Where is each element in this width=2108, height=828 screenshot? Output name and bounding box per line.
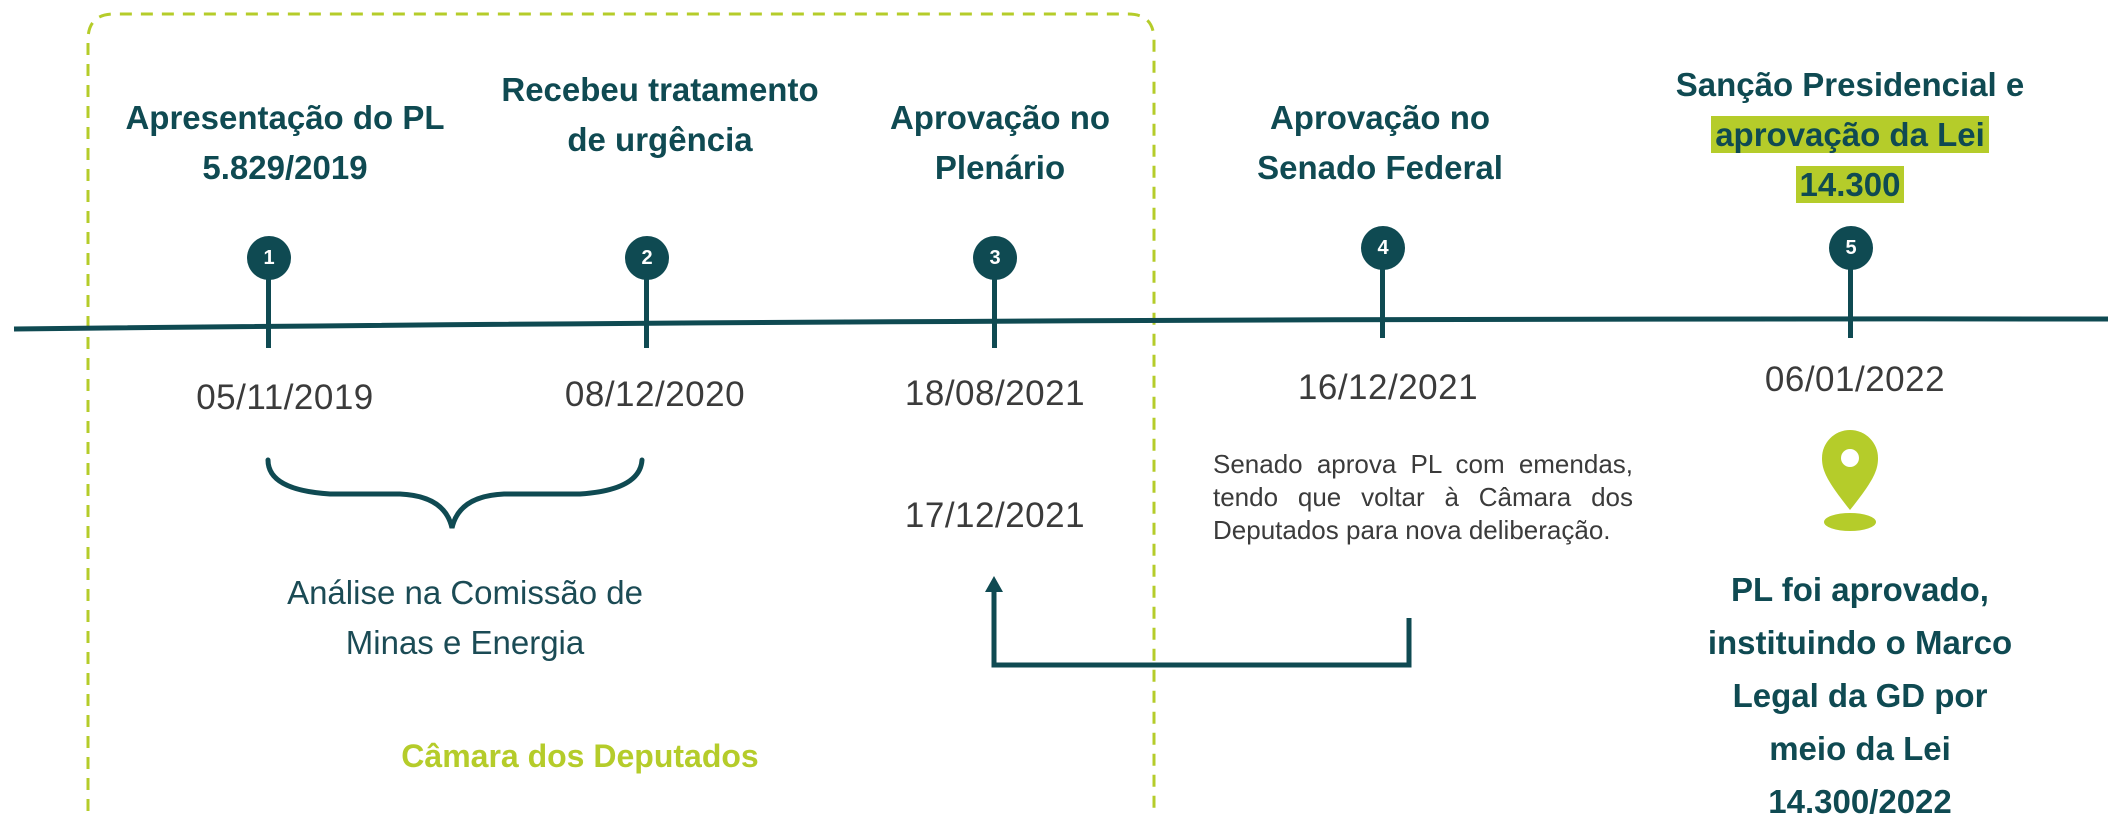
event-3-marker: 3 — [973, 236, 1017, 280]
timeline-axis — [13, 316, 2108, 332]
event-5-stem — [1848, 250, 1853, 338]
event-4-date: 16/12/2021 — [1297, 368, 1479, 407]
map-pin-icon — [1822, 430, 1878, 531]
event-4-stem — [1380, 250, 1385, 338]
event-3-date-2: 17/12/2021 — [904, 496, 1086, 535]
event-1-stem — [266, 260, 271, 348]
event-1-title: Apresentação do PL 5.829/2019 — [125, 99, 445, 186]
event-2-title: Recebeu tratamento de urgência — [501, 71, 819, 158]
event-4-marker: 4 — [1361, 226, 1405, 270]
event-1-marker: 1 — [247, 236, 291, 280]
senate-note: Senado aprova PL com emendas, tendo que … — [1213, 449, 1633, 545]
event-5-title-plain: Sanção Presidencial e — [1675, 66, 2025, 103]
event-5-title-highlight-2: 14.300 — [1795, 166, 1905, 203]
event-4-title: Aprovação no Senado Federal — [1257, 99, 1503, 186]
result-text: PL foi aprovado, instituindo o Marco Leg… — [1707, 571, 2013, 820]
brace-label: Análise na Comissão de Minas e Energia — [287, 574, 643, 661]
curly-brace — [265, 457, 645, 529]
event-5-title: Sanção Presidencial e aprovação da Lei 1… — [1640, 60, 2060, 210]
event-5-title-highlight-1: aprovação da Lei — [1711, 116, 1989, 153]
event-1-date: 05/11/2019 — [196, 378, 374, 417]
event-5-marker: 5 — [1829, 226, 1873, 270]
event-2-date: 08/12/2020 — [564, 375, 746, 414]
event-2-stem — [644, 260, 649, 348]
event-5-date: 06/01/2022 — [1764, 360, 1946, 399]
chamber-label: Câmara dos Deputados — [401, 738, 759, 774]
chamber-region — [86, 12, 1156, 811]
timeline-graphics — [13, 12, 2108, 811]
event-3-title: Aprovação no Plenário — [889, 99, 1111, 186]
return-arrow — [991, 590, 1412, 668]
event-3-stem — [992, 260, 997, 348]
return-arrowhead — [985, 576, 1003, 592]
event-3-date: 18/08/2021 — [904, 374, 1086, 413]
event-2-marker: 2 — [625, 236, 669, 280]
